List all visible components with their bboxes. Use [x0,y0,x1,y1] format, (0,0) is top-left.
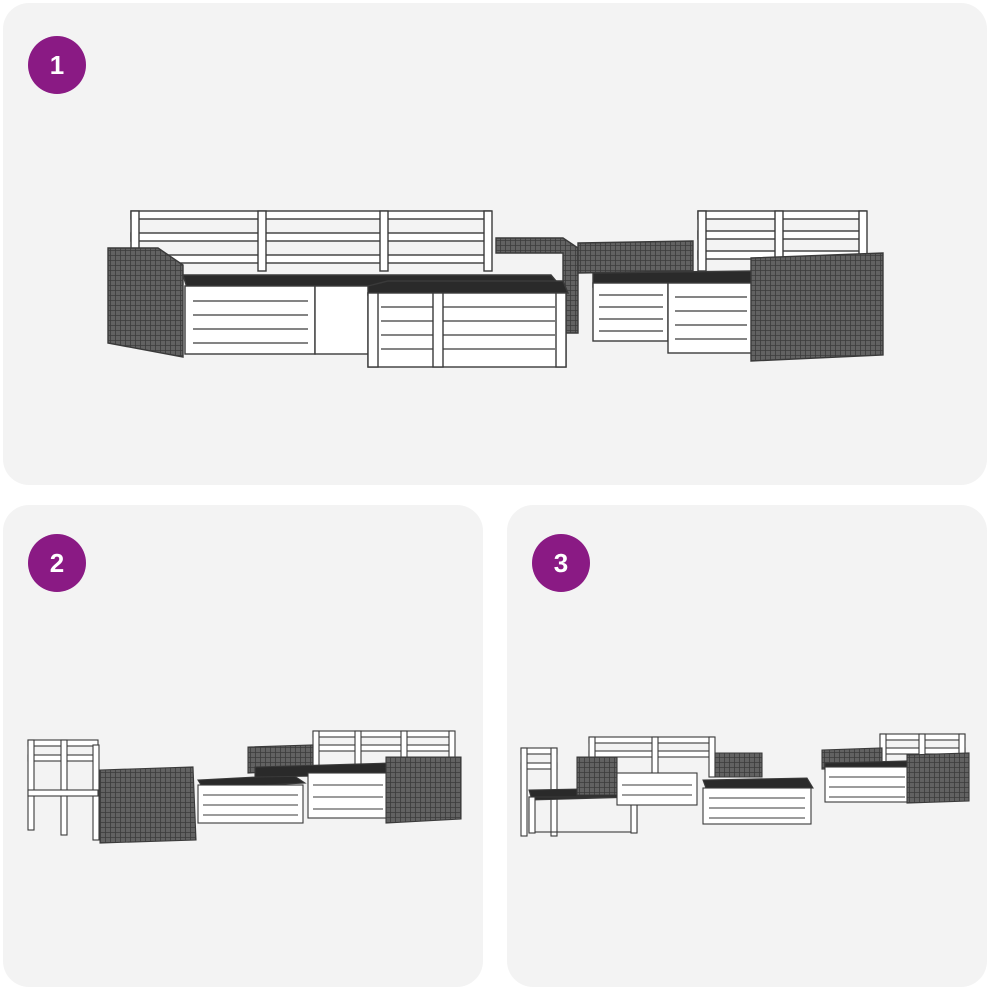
step-badge-1: 1 [28,36,86,94]
lounge-set-assembled-illustration [107,210,884,368]
step-panel-2: 2 [3,505,483,987]
step-badge-2: 2 [28,534,86,592]
backrest-left [130,210,493,272]
lounge-set-separated-illustration [520,733,970,837]
seat-modules-left [184,285,376,355]
step-panel-1: 1 [3,3,987,485]
coffee-table [367,280,570,368]
backrest-right [697,210,868,272]
seat-modules-right [592,282,754,354]
step-panel-3: 3 [507,505,987,987]
lounge-set-layout-variant-illustration [27,730,462,844]
step-badge-3: 3 [532,534,590,592]
